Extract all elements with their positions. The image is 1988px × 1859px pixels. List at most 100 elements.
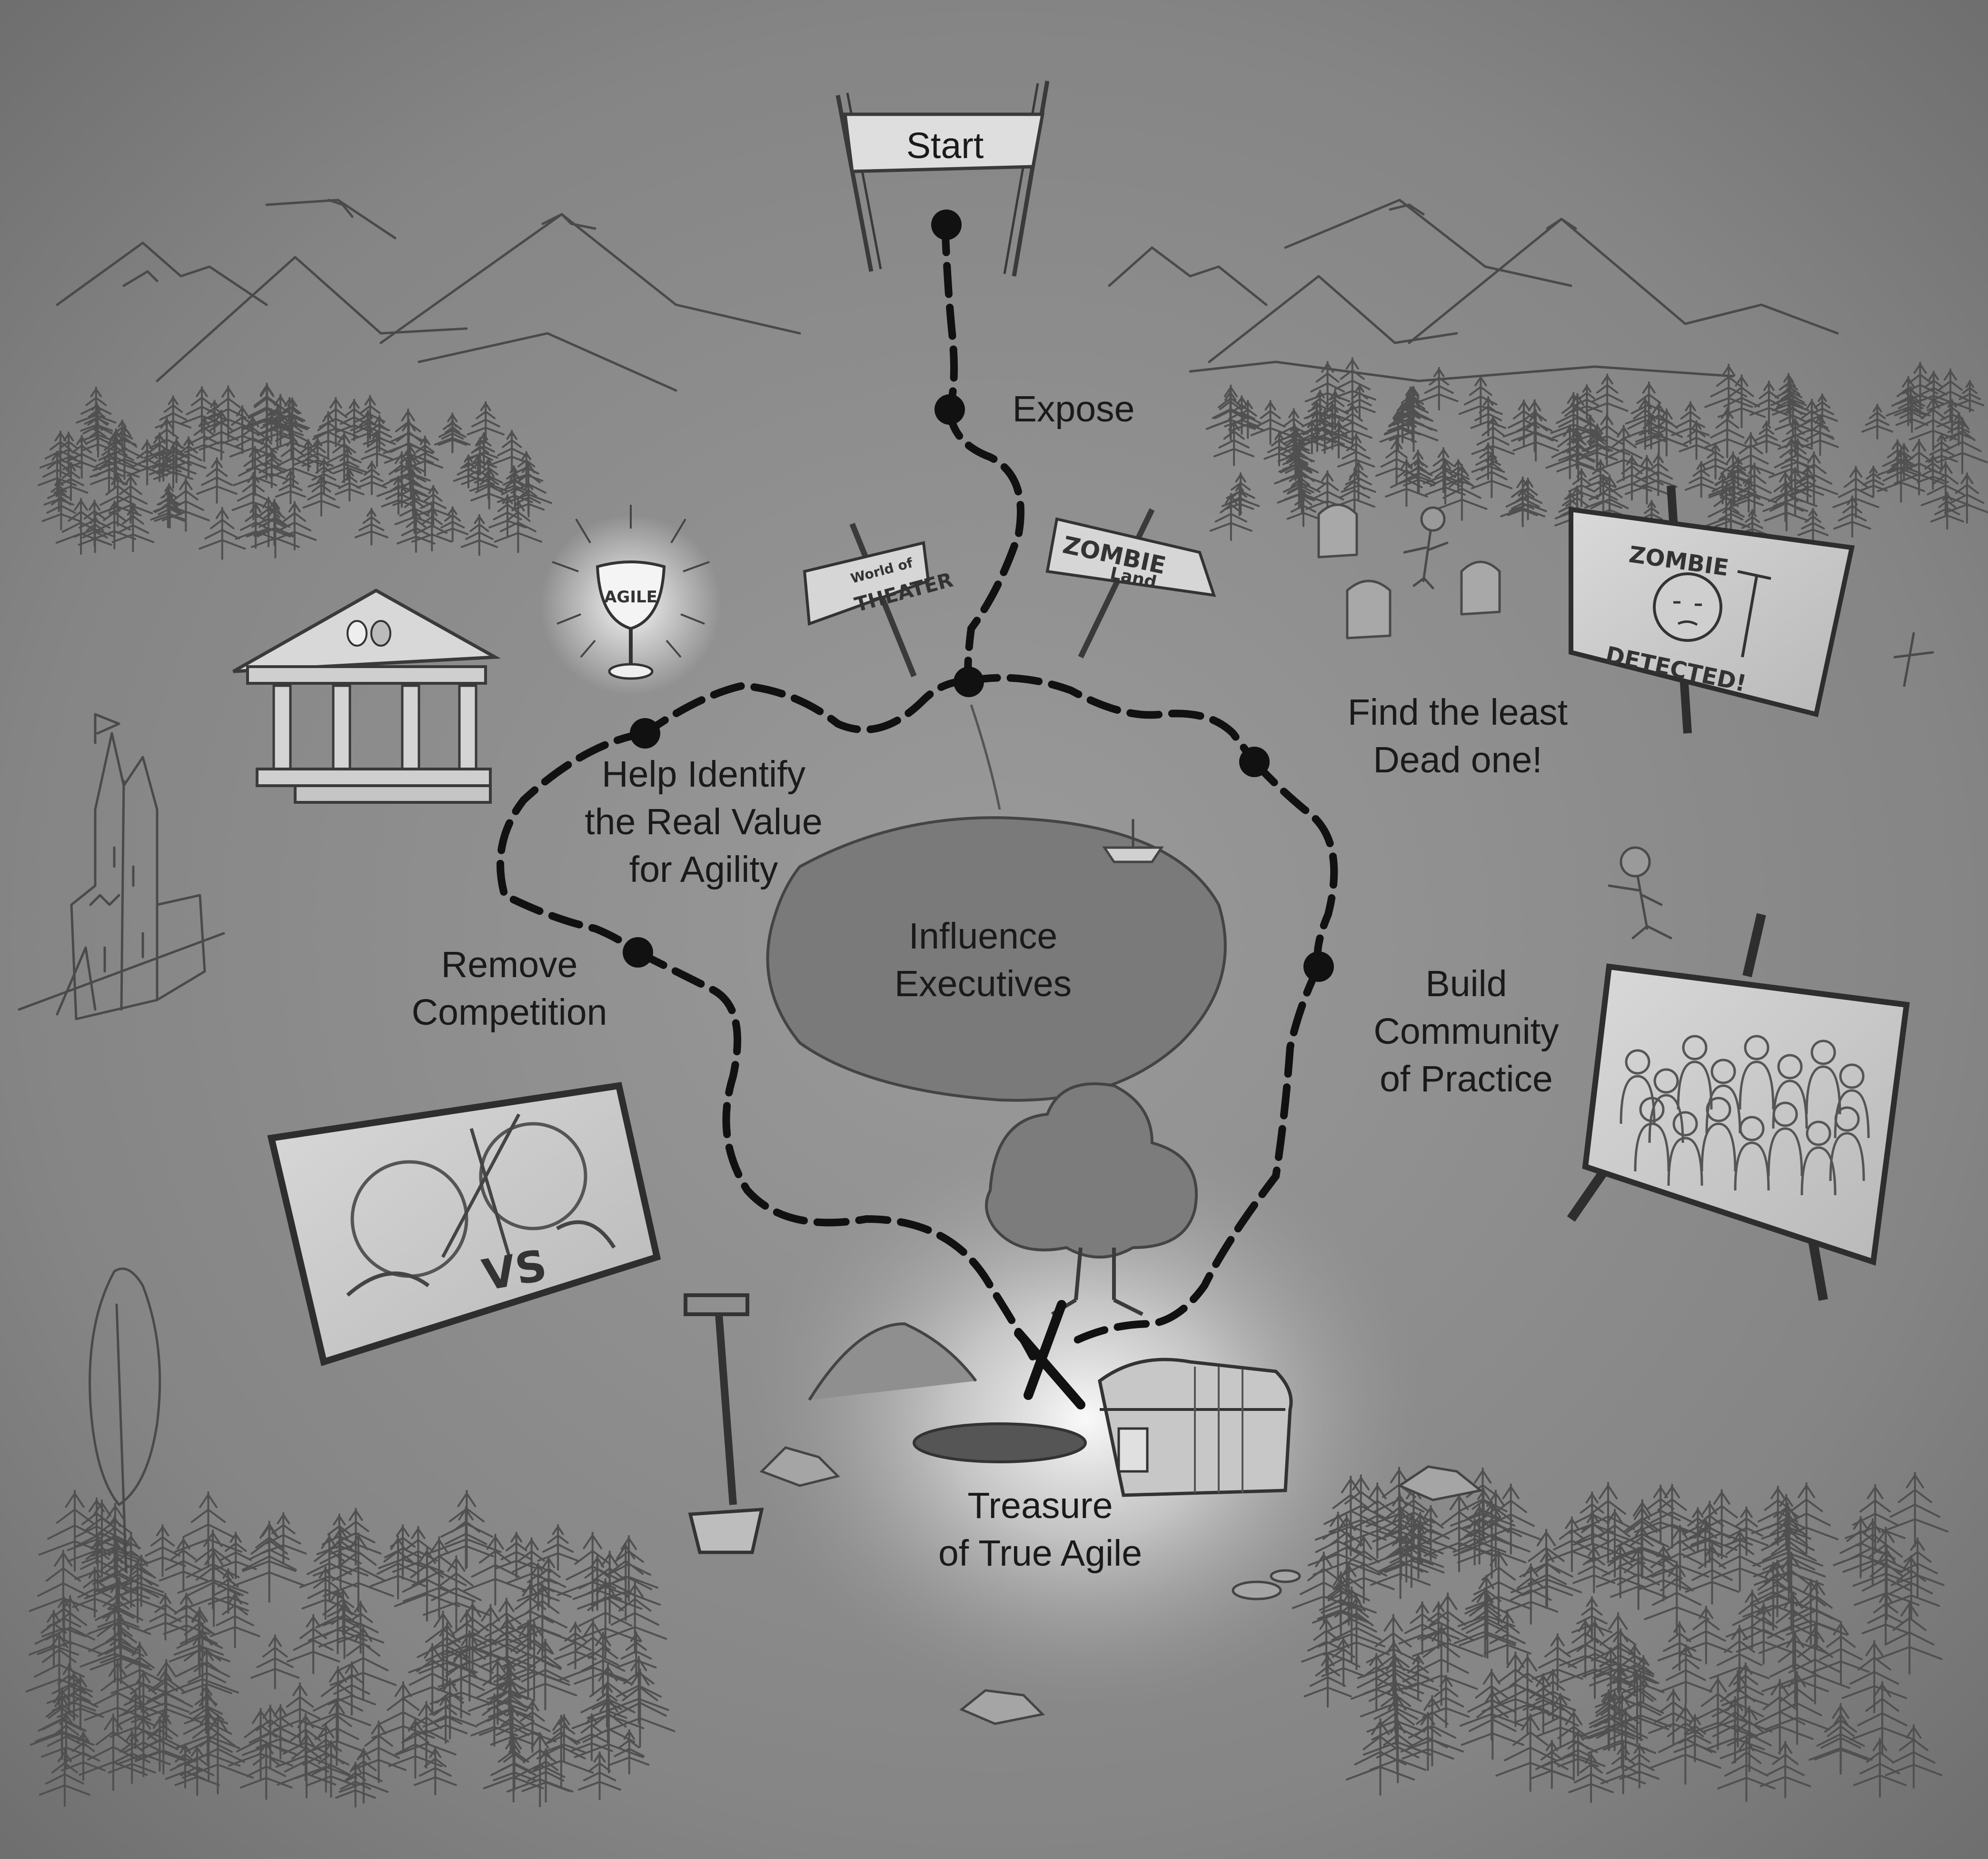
pine-tree-icon xyxy=(477,1598,536,1663)
pine-tree-icon xyxy=(302,474,340,517)
pine-tree-icon xyxy=(363,415,396,452)
pine-tree-icon xyxy=(1685,460,1718,498)
pine-tree-icon xyxy=(1781,1579,1841,1646)
label-remove-competition-2: Competition xyxy=(412,992,607,1033)
pine-tree-icon xyxy=(1859,465,1888,498)
waypoint-junction xyxy=(954,667,984,697)
person-body xyxy=(1700,1122,1737,1172)
pine-tree-icon xyxy=(1937,417,1988,474)
start-label: Start xyxy=(906,125,984,166)
label-treasure-1: Treasure xyxy=(967,1485,1113,1526)
pine-tree-icon xyxy=(468,1658,527,1725)
pine-tree-icon xyxy=(1587,1692,1657,1769)
pine-tree-icon xyxy=(1894,439,1945,496)
pine-tree-icon xyxy=(1605,1672,1670,1744)
pine-tree-icon xyxy=(1882,1555,1940,1619)
pine-tree-icon xyxy=(460,514,498,556)
pine-tree-icon xyxy=(1725,1589,1779,1649)
pine-tree-icon xyxy=(177,1709,241,1781)
pine-tree-icon xyxy=(1470,396,1507,437)
pine-tree-icon xyxy=(275,469,307,505)
pine-tree-icon xyxy=(39,430,82,478)
pine-tree-icon xyxy=(1502,399,1545,447)
pine-tree-icon xyxy=(1225,483,1254,516)
pine-tree-icon xyxy=(1582,1689,1635,1748)
pine-tree-icon xyxy=(61,1730,106,1781)
pine-tree-icon xyxy=(1547,1516,1597,1572)
pine-tree-icon xyxy=(1768,436,1815,489)
pine-tree-icon xyxy=(161,478,210,532)
pine-tree-icon xyxy=(1644,1560,1710,1635)
pine-tree-icon xyxy=(499,1581,561,1650)
pine-tree-icon xyxy=(241,382,292,440)
pine-tree-icon xyxy=(214,1531,257,1579)
pine-tree-icon xyxy=(84,1660,151,1736)
pine-tree-icon xyxy=(1809,1703,1873,1775)
pine-tree-icon xyxy=(1311,401,1354,450)
pine-tree-icon xyxy=(179,1548,249,1627)
pine-tree-icon xyxy=(1752,420,1781,453)
pine-tree-icon xyxy=(1780,438,1815,477)
pine-tree-icon xyxy=(388,1718,443,1779)
pine-tree-icon xyxy=(1209,493,1252,541)
pine-tree-icon xyxy=(1771,383,1808,423)
pine-tree-icon xyxy=(1671,401,1710,445)
pine-tree-icon xyxy=(1569,1491,1616,1544)
pine-tree-icon xyxy=(1832,466,1879,519)
treasure-chest-icon xyxy=(1098,1358,1293,1497)
forest-bottom-left xyxy=(25,1489,676,1808)
pine-tree-icon xyxy=(1465,1549,1532,1625)
pine-tree-icon xyxy=(28,1609,80,1667)
pine-tree-icon xyxy=(1955,380,1985,412)
pine-tree-icon xyxy=(30,1687,95,1760)
pine-tree-icon xyxy=(1417,1601,1460,1649)
pine-tree-icon xyxy=(143,417,190,469)
pine-tree-icon xyxy=(411,505,453,552)
pine-tree-icon xyxy=(1724,1506,1769,1556)
pine-tree-icon xyxy=(1762,470,1809,522)
pine-tree-icon xyxy=(1714,498,1748,535)
pine-tree-icon xyxy=(1385,459,1428,507)
pine-tree-icon xyxy=(1764,1671,1830,1745)
pine-tree-icon xyxy=(235,502,277,549)
pine-tree-icon xyxy=(509,451,544,489)
pine-tree-icon xyxy=(38,1489,111,1572)
pine-tree-icon xyxy=(254,449,289,489)
pine-tree-icon xyxy=(487,1659,532,1710)
pine-tree-icon xyxy=(1471,442,1505,480)
pine-tree-icon xyxy=(1806,393,1838,429)
signpost-zombie-land: ZOMBIE Land xyxy=(1045,508,1216,659)
pine-tree-icon xyxy=(1479,1483,1543,1555)
pine-tree-icon xyxy=(199,400,230,433)
pine-tree-icon xyxy=(111,504,155,552)
person-body xyxy=(1648,1094,1684,1143)
label-treasure-2: of True Agile xyxy=(938,1533,1142,1574)
pine-tree-icon xyxy=(38,450,77,495)
pine-tree-icon xyxy=(126,439,168,486)
person-silhouette-icon xyxy=(1710,1059,1736,1084)
pine-tree-icon xyxy=(1708,451,1758,507)
pine-tree-icon xyxy=(1709,1625,1770,1693)
pine-tree-icon xyxy=(1753,1522,1824,1601)
pine-tree-icon xyxy=(508,1699,557,1753)
pine-tree-icon xyxy=(1927,368,1974,422)
pine-tree-icon xyxy=(512,481,545,518)
person-silhouette-icon xyxy=(1806,1120,1831,1146)
pine-tree-icon xyxy=(1483,1611,1531,1665)
pine-tree-icon xyxy=(506,1732,574,1808)
community-easel xyxy=(1567,913,1910,1301)
pine-tree-icon xyxy=(233,1520,306,1603)
pine-tree-icon xyxy=(1619,1743,1660,1789)
pine-tree-icon xyxy=(590,1542,661,1621)
pine-tree-icon xyxy=(1461,1689,1524,1760)
pine-tree-icon xyxy=(1286,489,1321,527)
pine-tree-icon xyxy=(1751,1485,1805,1546)
oak-tree xyxy=(985,1082,1198,1316)
pine-tree-icon xyxy=(1398,1601,1446,1655)
pine-tree-icon xyxy=(493,1619,563,1698)
pine-tree-icon xyxy=(1419,367,1459,411)
pine-tree-icon xyxy=(453,454,484,489)
pine-tree-icon xyxy=(1404,1624,1478,1706)
pine-tree-icon xyxy=(493,1742,537,1791)
pine-tree-icon xyxy=(1759,1591,1828,1669)
